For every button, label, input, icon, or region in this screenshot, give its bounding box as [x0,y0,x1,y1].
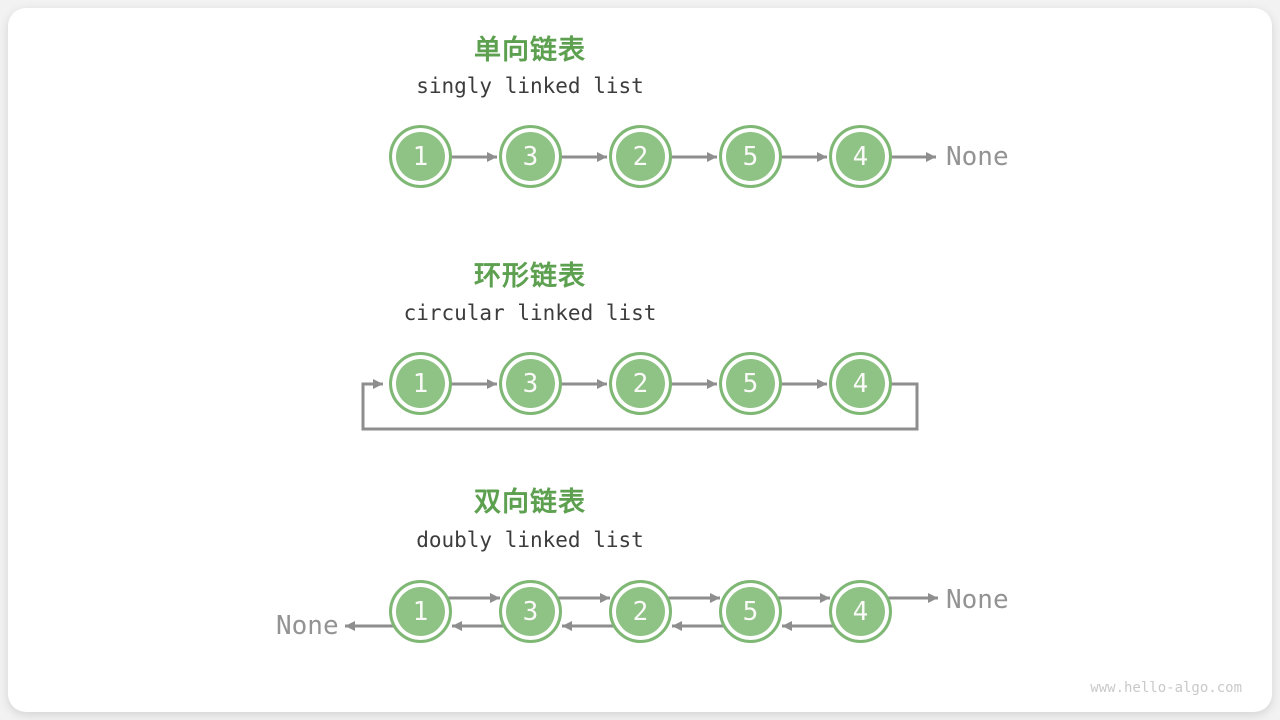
list-node: 2 [609,580,672,643]
list-node: 1 [389,125,452,188]
none-label-doubly-tail: None [946,585,1009,615]
section-title-singly: 单向链表 [474,35,586,66]
list-node: 3 [499,125,562,188]
list-node: 4 [829,352,892,415]
section-subtitle-doubly: doubly linked list [416,528,644,552]
doubly-arrows [345,593,938,631]
list-node: 5 [719,352,782,415]
none-label-doubly-head: None [276,611,339,641]
list-node: 1 [389,580,452,643]
list-node: 3 [499,352,562,415]
list-node: 2 [609,125,672,188]
list-node: 3 [499,580,562,643]
list-node: 5 [719,125,782,188]
circular-loop-line [361,379,919,431]
section-title-circular: 环形链表 [474,261,586,292]
list-node: 4 [829,125,892,188]
section-title-doubly: 双向链表 [474,487,586,518]
none-label-singly-tail: None [946,142,1009,172]
section-subtitle-singly: singly linked list [416,74,644,98]
list-node: 2 [609,352,672,415]
watermark: www.hello-algo.com [1090,680,1242,696]
list-node: 4 [829,580,892,643]
list-node: 1 [389,352,452,415]
section-subtitle-circular: circular linked list [403,301,657,325]
list-node: 5 [719,580,782,643]
